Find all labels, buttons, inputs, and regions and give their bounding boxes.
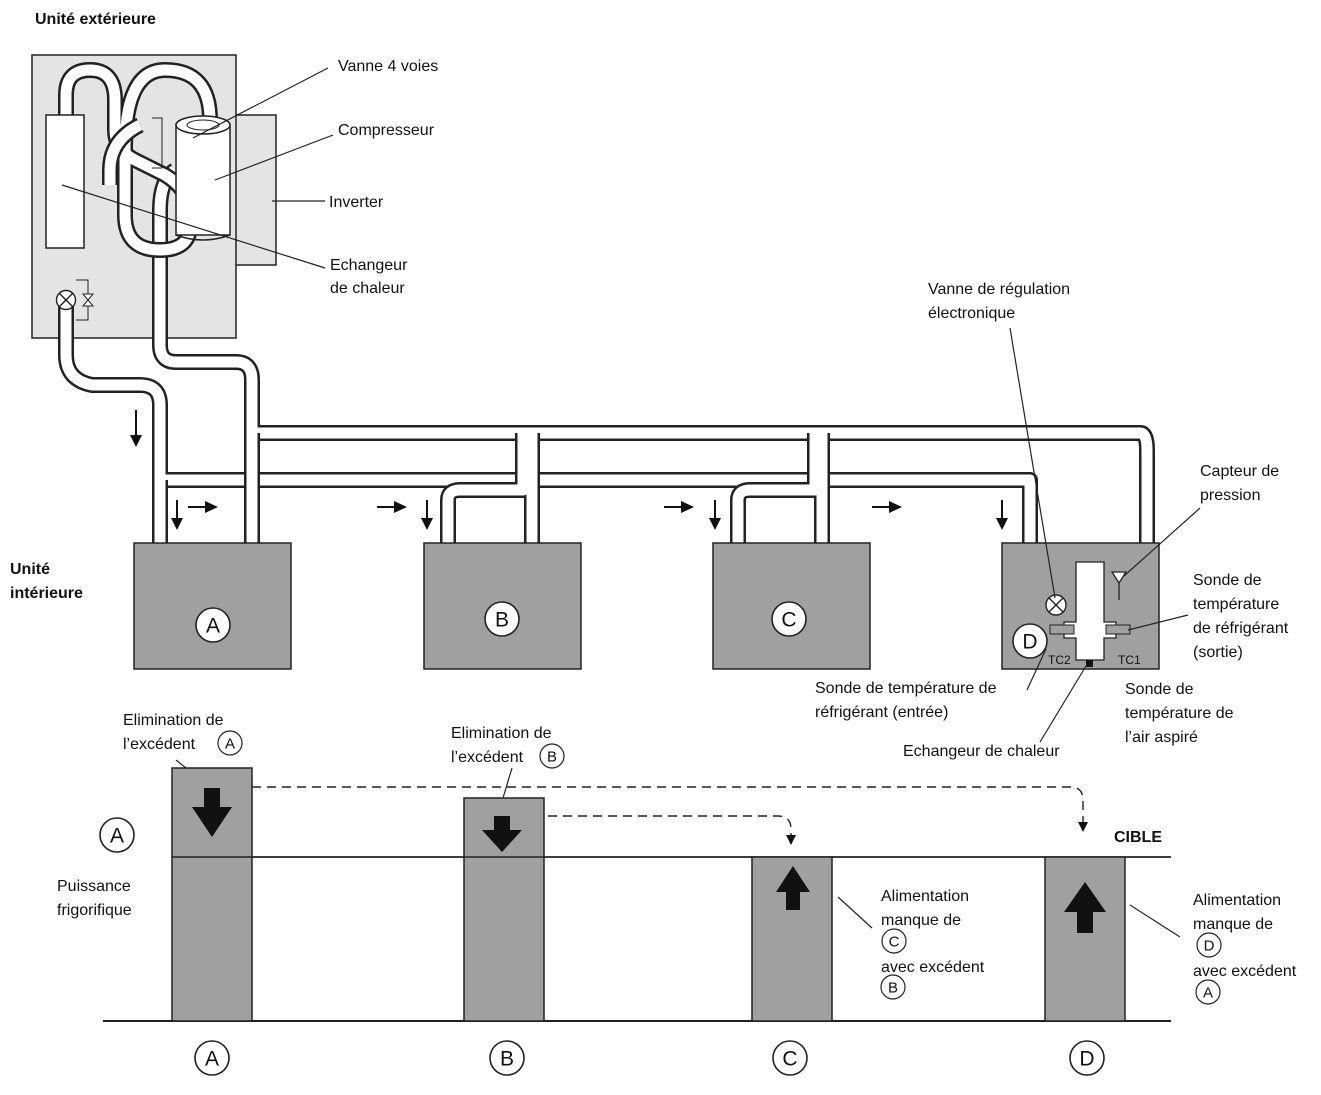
svg-text:B: B: [547, 749, 557, 766]
probe-out-label-3: de réfrigérant: [1193, 620, 1289, 637]
svg-text:D: D: [1204, 938, 1215, 955]
compressor-label: Compresseur: [338, 122, 435, 139]
probe-out-label-4: (sortie): [1193, 644, 1243, 661]
tc1-probe: [1105, 624, 1131, 635]
unit-c-marker: C: [771, 601, 807, 637]
indoor-unit-label-2: intérieure: [10, 585, 83, 602]
valve-label-1: Vanne de régulation: [928, 281, 1070, 298]
pressure-label-2: pression: [1200, 487, 1260, 504]
svg-text:C: C: [889, 934, 900, 951]
svg-text:B: B: [888, 980, 898, 997]
target-label: CIBLE: [1114, 829, 1162, 846]
unit-d-marker: D: [1012, 623, 1048, 659]
elim-a-label-2: l’excédent: [123, 736, 196, 753]
probe-air-label-3: l’air aspiré: [1125, 729, 1198, 746]
svg-text:C: C: [781, 609, 796, 632]
supply-c-surplus-marker: B: [880, 974, 906, 1000]
tc2-probe: [1049, 624, 1075, 635]
supply-c-label-2: manque de: [881, 912, 961, 929]
elim-b-label-1: Elimination de: [451, 725, 552, 742]
tc2-label: TC2: [1048, 653, 1071, 667]
probe-in-label-2: réfrigérant (entrée): [815, 704, 948, 721]
supply-c-lack-marker: C: [881, 928, 907, 954]
indoor-unit-d-internals: TC2 TC1: [1045, 561, 1141, 667]
pressure-sensor-icon: [1110, 571, 1128, 600]
svg-text:A: A: [110, 825, 124, 848]
electronic-valve-icon: [1045, 594, 1067, 616]
surplus-transfer-arrows: [252, 786, 1088, 845]
pressure-label-1: Capteur de: [1200, 463, 1279, 480]
unit-b-marker: B: [484, 601, 520, 637]
svg-text:A: A: [1203, 985, 1213, 1002]
tc1-label: TC1: [1118, 653, 1141, 667]
chart-unit-a-marker: A: [99, 817, 135, 853]
elim-b-label-2: l’excédent: [451, 749, 524, 766]
outdoor-heat-exchanger: [45, 114, 85, 249]
svg-text:A: A: [206, 615, 220, 638]
svg-text:A: A: [205, 1048, 219, 1071]
category-a-marker: A: [194, 1040, 230, 1076]
bar-d: [1044, 856, 1126, 1022]
category-b-marker: B: [489, 1040, 525, 1076]
svg-text:A: A: [225, 736, 235, 753]
outdoor-unit-label: Unité extérieure: [35, 11, 156, 28]
probe-out-label-1: Sonde de: [1193, 572, 1262, 589]
supply-d-surplus-marker: A: [1195, 979, 1221, 1005]
cooling-label-1: Puissance: [57, 878, 131, 895]
svg-text:D: D: [1022, 631, 1037, 654]
indoor-heat-exchanger: [1063, 561, 1117, 661]
svg-text:C: C: [782, 1048, 797, 1071]
outdoor-expansion-valve-icon: [55, 279, 95, 321]
inverter-label: Inverter: [329, 194, 384, 211]
bar-a-down-arrow-icon: [192, 788, 232, 837]
elim-b-marker: B: [539, 743, 565, 769]
flow-arrows: [130, 410, 1008, 530]
svg-text:B: B: [500, 1048, 514, 1071]
svg-text:B: B: [495, 609, 509, 632]
category-d-marker: D: [1069, 1040, 1105, 1076]
bar-c-up-arrow-icon: [776, 866, 810, 910]
supply-d-lack-marker: D: [1196, 932, 1222, 958]
outdoor-hx-label-1: Echangeur: [330, 257, 408, 274]
bar-b-down-arrow-icon: [482, 816, 522, 852]
category-c-marker: C: [772, 1040, 808, 1076]
probe-air-label-1: Sonde de: [1125, 681, 1194, 698]
probe-in-label-1: Sonde de température de: [815, 680, 997, 697]
supply-d-label-3: avec excédent: [1193, 963, 1297, 980]
supply-c-label-3: avec excédent: [881, 959, 985, 976]
air-probe: [1086, 660, 1093, 667]
outdoor-hx-label-2: de chaleur: [330, 280, 405, 297]
elim-a-label-1: Elimination de: [123, 712, 224, 729]
bar-c: [751, 856, 833, 1022]
four-way-valve-icon: [152, 117, 163, 169]
compressor-icon: [175, 115, 231, 241]
valve-label-2: électronique: [928, 305, 1015, 322]
indoor-unit-a: [133, 542, 292, 670]
elim-a-marker: A: [217, 730, 243, 756]
supply-c-label-1: Alimentation: [881, 888, 969, 905]
supply-d-label-2: manque de: [1193, 916, 1273, 933]
four-way-valve-label: Vanne 4 voies: [338, 58, 438, 75]
svg-text:D: D: [1079, 1048, 1094, 1071]
supply-d-label-1: Alimentation: [1193, 892, 1281, 909]
probe-out-label-2: température: [1193, 596, 1279, 613]
indoor-unit-label-1: Unité: [10, 561, 50, 578]
indoor-hx-label: Echangeur de chaleur: [903, 743, 1060, 760]
cooling-label-2: frigorifique: [57, 902, 132, 919]
probe-air-label-2: température de: [1125, 705, 1234, 722]
bar-d-up-arrow-icon: [1064, 882, 1106, 933]
unit-a-marker: A: [195, 607, 231, 643]
